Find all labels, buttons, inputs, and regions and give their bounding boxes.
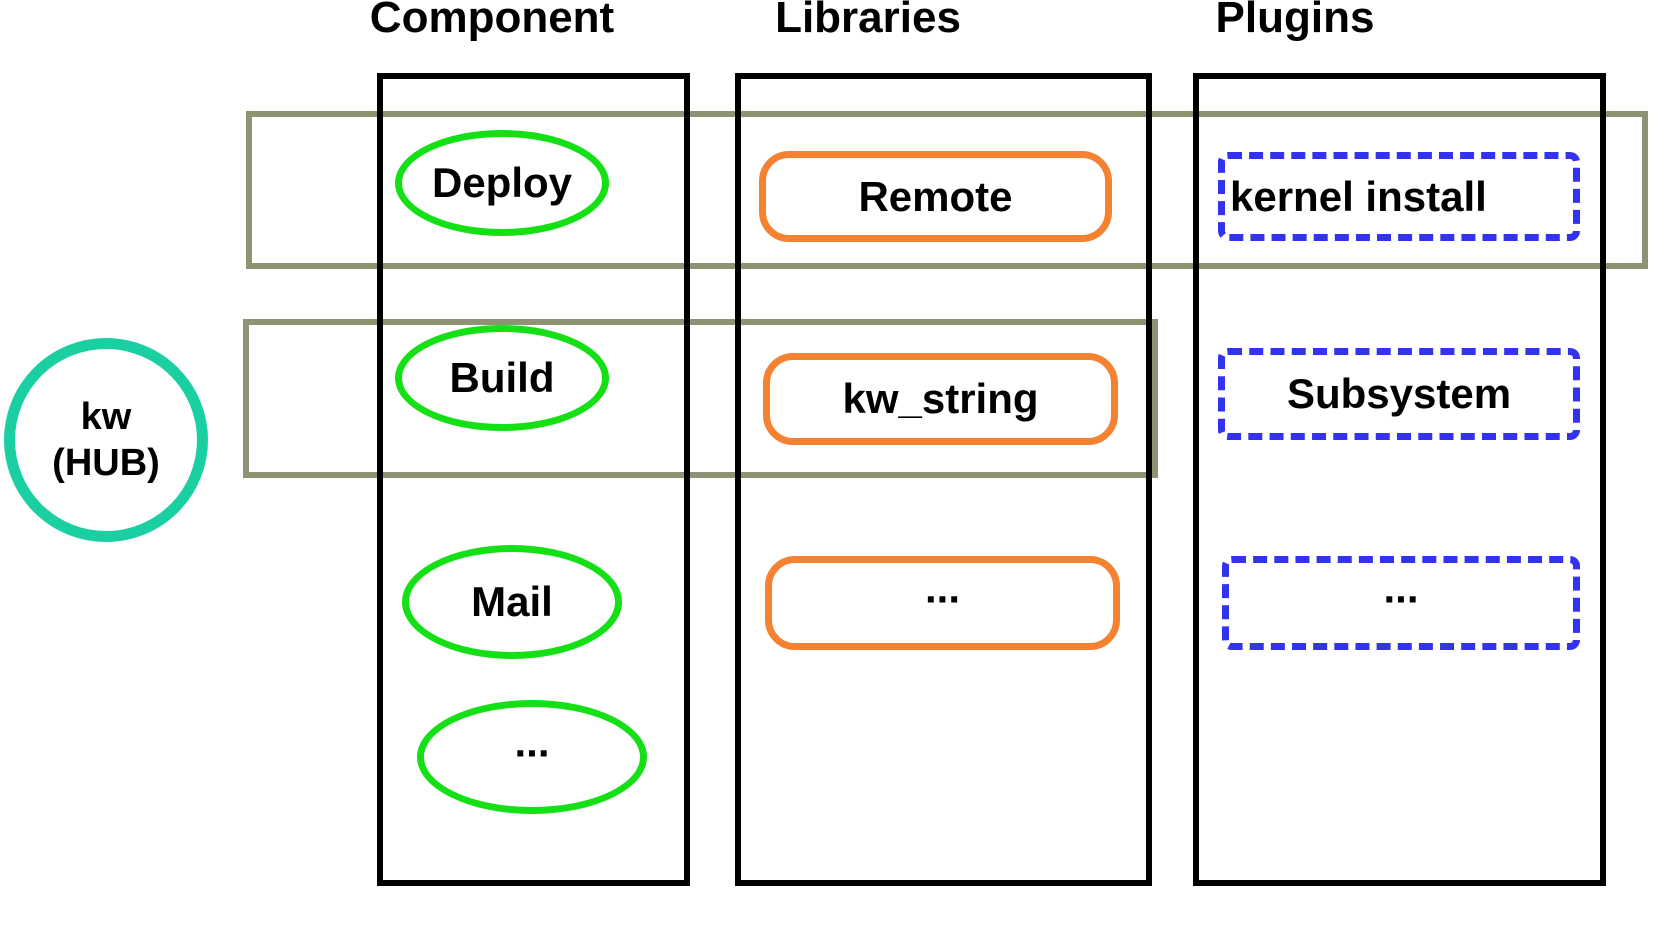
column-header-libraries: Libraries — [775, 0, 961, 42]
plugin-node-subsystem: Subsystem — [1218, 348, 1580, 440]
plugin-node-more: ... — [1222, 556, 1580, 650]
column-header-plugins: Plugins — [1215, 0, 1375, 42]
library-node-remote-label: Remote — [858, 172, 1013, 220]
plugin-node-more-label: ... — [1383, 564, 1419, 612]
component-node-more: ... — [417, 700, 647, 814]
library-node-more-label: ... — [924, 564, 960, 612]
component-node-mail-label: Mail — [471, 578, 553, 625]
hub-label-line2: (HUB) — [52, 442, 160, 484]
row-band-build-kwstring — [243, 319, 1158, 478]
library-node-kw-string: kw_string — [763, 353, 1118, 445]
component-node-more-label: ... — [514, 718, 550, 766]
plugin-node-kernel-install: kernel install — [1218, 152, 1580, 241]
component-node-mail: Mail — [402, 545, 622, 659]
component-node-deploy: Deploy — [395, 130, 609, 236]
column-header-component: Component — [369, 0, 615, 42]
hub-label: kw (HUB) — [52, 394, 160, 487]
row-band-deploy-remote-kernel — [246, 111, 1648, 269]
component-node-build-label: Build — [449, 354, 555, 401]
library-node-more: ... — [765, 556, 1120, 650]
plugins-column-box — [1193, 73, 1606, 886]
component-node-build: Build — [395, 325, 609, 431]
component-column-box — [377, 73, 690, 886]
libraries-column-box — [735, 73, 1152, 886]
library-node-remote: Remote — [759, 151, 1112, 242]
plugin-node-kernel-install-label: kernel install — [1230, 172, 1487, 220]
hub-circle: kw (HUB) — [4, 338, 208, 542]
hub-label-line1: kw — [80, 395, 132, 438]
plugin-node-subsystem-label: Subsystem — [1286, 370, 1512, 417]
library-node-kw-string-label: kw_string — [842, 375, 1039, 422]
component-node-deploy-label: Deploy — [431, 159, 573, 206]
